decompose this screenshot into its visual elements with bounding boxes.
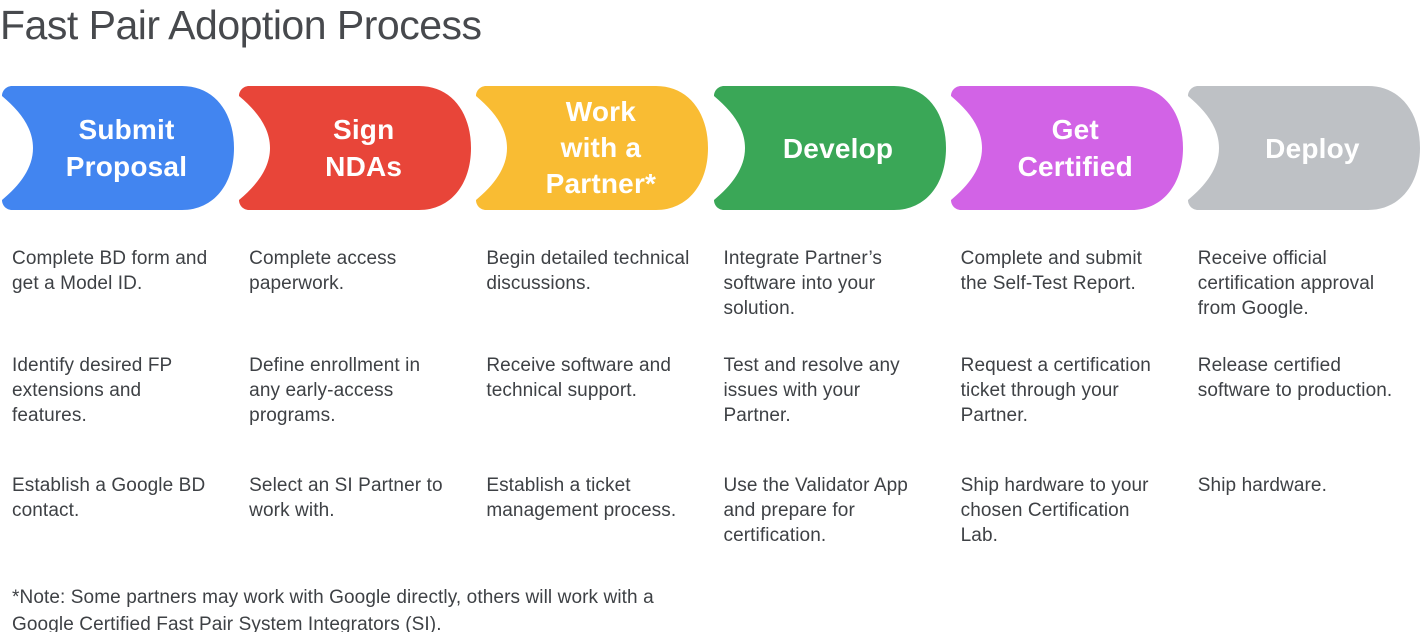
process-arrow-shape [239,86,472,210]
step-text: Establish a Google BD contact. [12,475,206,521]
page-title: Fast Pair Adoption Process [0,2,482,48]
stage-develop: Develop [712,86,949,210]
stage-shape-submit-proposal [2,86,234,210]
stage-label-line: Submit [78,114,175,145]
stage-shape-get-certified [950,86,1183,210]
step-text: Establish a ticket management process. [486,475,677,521]
stage-label-line: Proposal [65,151,188,182]
footnote-line: *Note: Some partners may work with Googl… [12,587,654,608]
stage-label-develop: Develop [712,86,949,210]
desc-col-get-certified: Complete and submit the Self-Test Report… [949,246,1186,548]
stage-shape-work-with-a-partner [476,86,709,210]
stage-label-line: Partner* [545,168,657,199]
desc-col-deploy: Receive official certification approval … [1186,246,1423,548]
process-arrow-shape [713,86,946,210]
stage-label-submit-proposal: Submit Proposal [0,86,237,210]
stage-shape-deploy [1187,86,1420,210]
stage-label-line: Sign [332,114,395,145]
stage-label-line: with a [560,132,642,163]
desc-col-sign-ndas: Complete access paperwork. Define enroll… [237,246,474,548]
step-text: Receive official certification approval … [1197,248,1375,319]
stage-label-work-with-a-partner: Work with a Partner* [474,86,711,210]
step-text: Complete and submit the Self-Test Report… [960,248,1143,294]
process-arrow-shape [950,86,1183,210]
stage-label-line: Develop [782,132,894,164]
step-text: Complete access paperwork. [249,248,397,294]
process-arrow-shape [476,86,709,210]
stage-descriptions: Complete BD form and get a Model ID. Ide… [0,246,1423,548]
stage-label-line: Certified [1017,151,1133,182]
stage-label-line: Get [1051,114,1099,145]
step-text: Complete BD form and get a Model ID. [12,248,208,294]
desc-col-work-with-a-partner: Begin detailed technical discussions. Re… [474,246,711,548]
step-text: Begin detailed technical discussions. [486,248,690,294]
stage-submit-proposal: Submit Proposal [0,86,237,210]
step-text: Select an SI Partner to work with. [249,475,443,521]
stage-deploy: Deploy [1186,86,1423,210]
step-text: Request a certification ticket through y… [960,355,1151,426]
desc-col-submit-proposal: Complete BD form and get a Model ID. Ide… [0,246,237,548]
stage-get-certified: Get Certified [949,86,1186,210]
desc-col-develop: Integrate Partner’s software into your s… [711,246,948,548]
stage-label-line: Work [565,96,637,127]
stage-label-sign-ndas: Sign NDAs [237,86,474,210]
stage-shape-develop [713,86,946,210]
process-arrow-shape [1187,86,1420,210]
stage-label-deploy: Deploy [1186,86,1423,210]
step-text: Ship hardware. [1197,475,1327,496]
step-text: Define enrollment in any early-access pr… [249,355,421,426]
process-stage-band: Submit Proposal Sign NDAs Work with a Pa… [0,86,1423,210]
step-text: Receive software and technical support. [486,355,672,401]
step-text: Integrate Partner’s software into your s… [723,248,883,319]
footnote: *Note: Some partners may work with Googl… [12,584,654,632]
process-arrow-shape [2,86,234,210]
footnote-line: Google Certified Fast Pair System Integr… [12,614,442,632]
stage-work-with-a-partner: Work with a Partner* [474,86,711,210]
step-text: Test and resolve any issues with your Pa… [723,355,900,426]
step-text: Identify desired FP extensions and featu… [12,355,172,426]
step-text: Release certified software to production… [1197,355,1393,401]
step-text: Use the Validator App and prepare for ce… [723,475,908,546]
stage-shape-sign-ndas [239,86,472,210]
stage-label-line: NDAs [325,151,403,182]
stage-label-line: Deploy [1265,132,1360,164]
stage-label-get-certified: Get Certified [949,86,1186,210]
stage-sign-ndas: Sign NDAs [237,86,474,210]
step-text: Ship hardware to your chosen Certificati… [960,475,1149,546]
